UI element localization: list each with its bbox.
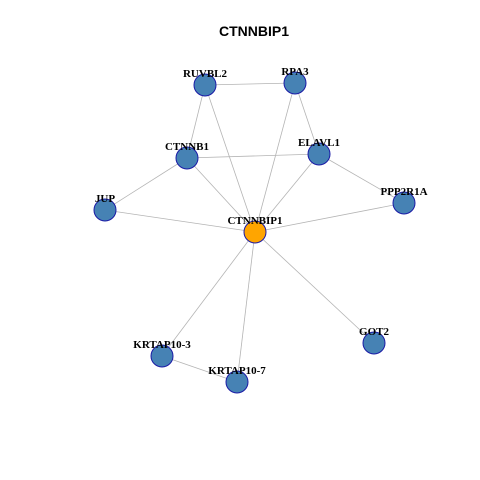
node-ppp2r1a[interactable]: [392, 191, 416, 215]
node-label-krtap10-7: KRTAP10-7: [208, 365, 266, 377]
edge-ppp2r1a-ctnnbip1: [254, 202, 405, 233]
node-label-got2: GOT2: [359, 326, 389, 338]
node-jup[interactable]: [93, 198, 117, 222]
edge-rpa3-ctnnbip1: [254, 82, 296, 233]
edge-ruvbl2-rpa3: [204, 82, 296, 86]
node-label-krtap10-3: KRTAP10-3: [133, 339, 191, 351]
node-label-rpa3: RPA3: [281, 66, 309, 78]
node-label-ctnnbip1: CTNNBIP1: [227, 215, 282, 227]
edge-rpa3-elavl1: [294, 82, 320, 155]
node-layer: [93, 71, 416, 394]
node-got2[interactable]: [362, 331, 386, 355]
diagram-title: CTNNBIP1: [219, 23, 289, 39]
edge-ctnnbip1-krtap10-3: [161, 231, 256, 357]
edge-ctnnb1-ctnnbip1: [186, 157, 256, 233]
node-krtap10-3[interactable]: [150, 344, 174, 368]
edge-ctnnbip1-krtap10-7: [236, 231, 256, 383]
node-ctnnbip1[interactable]: [243, 220, 267, 244]
node-ctnnb1[interactable]: [175, 146, 199, 170]
edge-layer: [104, 82, 405, 383]
edge-ctnnb1-jup: [104, 157, 188, 211]
node-label-elavl1: ELAVL1: [298, 137, 340, 149]
node-label-ctnnb1: CTNNB1: [165, 141, 209, 153]
edge-ctnnb1-elavl1: [186, 153, 320, 159]
node-label-ppp2r1a: PPP2R1A: [380, 186, 427, 198]
edge-elavl1-ppp2r1a: [318, 153, 405, 204]
node-krtap10-7[interactable]: [225, 370, 249, 394]
edge-ctnnbip1-got2: [254, 231, 375, 344]
edge-jup-ctnnbip1: [104, 209, 256, 233]
edge-elavl1-ctnnbip1: [254, 153, 320, 233]
node-elavl1[interactable]: [307, 142, 331, 166]
edge-ruvbl2-ctnnb1: [186, 84, 206, 159]
edge-krtap10-3-krtap10-7: [161, 355, 238, 383]
node-label-ruvbl2: RUVBL2: [183, 68, 228, 80]
node-label-jup: JUP: [95, 193, 115, 205]
node-rpa3[interactable]: [283, 71, 307, 95]
edge-ruvbl2-ctnnbip1: [204, 84, 256, 233]
node-ruvbl2[interactable]: [193, 73, 217, 97]
